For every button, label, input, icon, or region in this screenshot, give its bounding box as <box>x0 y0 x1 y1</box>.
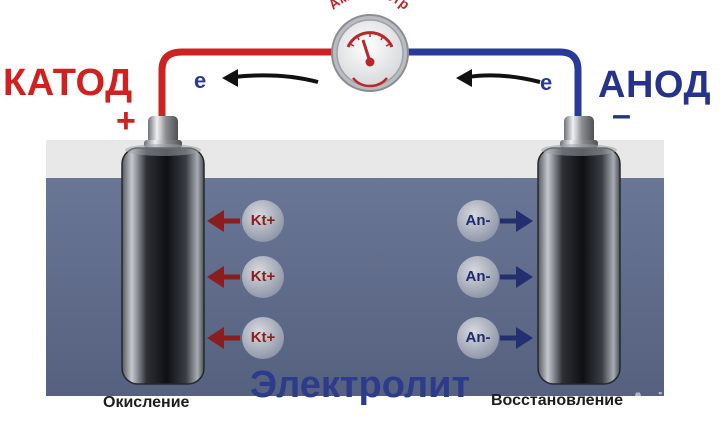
arrow-right-icon <box>516 210 533 232</box>
electron-label-left: e <box>194 68 207 93</box>
arrow-right-icon <box>516 266 533 288</box>
cation-ion <box>207 200 284 242</box>
reduction-label: Восстановление <box>491 392 623 409</box>
anion-ion <box>457 317 533 359</box>
red-wire <box>158 48 336 118</box>
cathode-plus-sign: + <box>116 102 136 140</box>
cation-label: Kt+ <box>250 329 276 346</box>
electron-label-right: e <box>540 70 553 95</box>
cation-ion <box>207 317 284 359</box>
anion-ion <box>457 256 533 298</box>
cathode-label: КАТОД <box>3 62 133 104</box>
anion-label: An- <box>465 212 491 229</box>
cation-label: Kt+ <box>250 268 276 285</box>
oxidation-label: Окисление <box>103 394 190 411</box>
blue-wire <box>406 48 582 118</box>
cation-label: Kt+ <box>250 212 276 229</box>
anode-label: АНОД <box>598 64 712 106</box>
arrow-left-icon <box>207 327 224 349</box>
anion-label: An- <box>465 329 491 346</box>
avito-watermark: Avito <box>630 388 685 413</box>
anode-minus-sign: – <box>612 96 631 134</box>
anode-electrode <box>537 116 621 385</box>
ammeter <box>331 14 409 92</box>
arrow-left-icon <box>207 210 224 232</box>
cation-ion <box>207 256 284 298</box>
anion-label: An- <box>465 268 491 285</box>
arrow-left-icon <box>207 266 224 288</box>
anion-ion <box>457 200 533 242</box>
electrolyte-label: Электролит <box>250 364 471 406</box>
ammeter-label: Амперметр <box>325 0 413 13</box>
electron-arrow-left <box>222 69 319 87</box>
cathode-electrode <box>121 116 205 385</box>
tank-bottom <box>46 396 664 427</box>
arrow-right-icon <box>516 327 533 349</box>
electron-arrow-right <box>456 69 541 87</box>
